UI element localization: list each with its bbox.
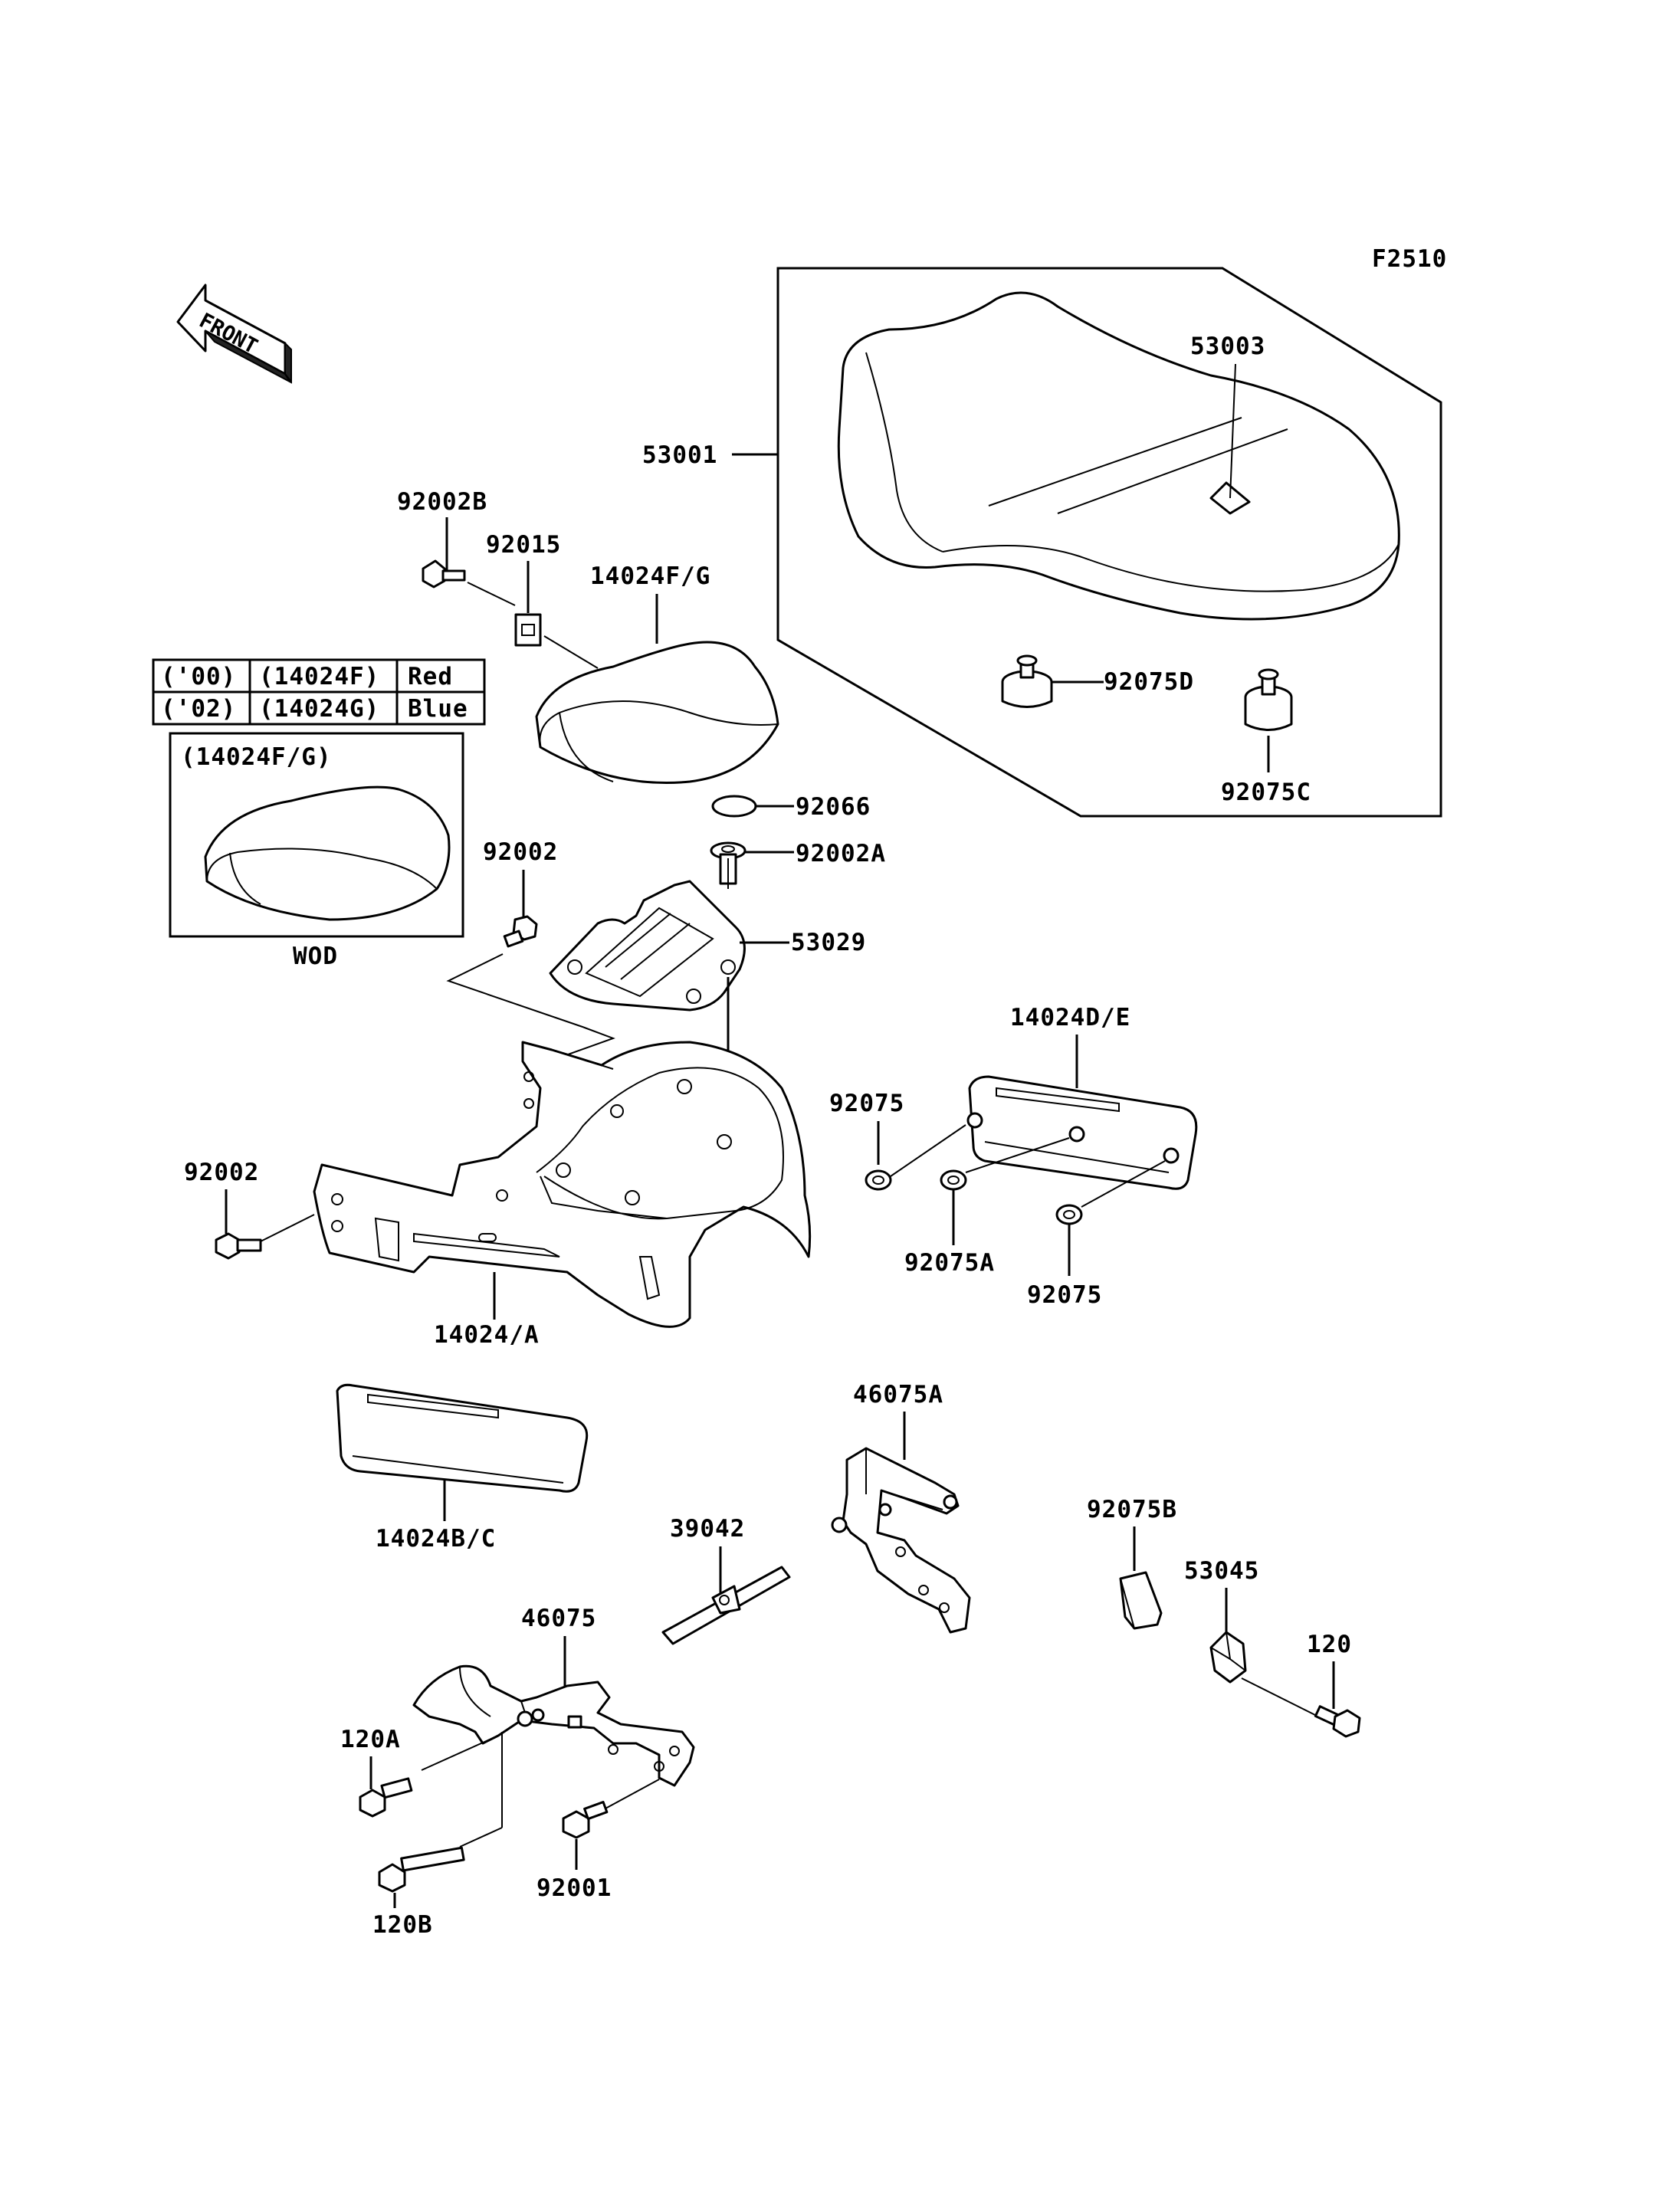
bolt-120 [1314,1705,1361,1738]
label-14024a: 14024/A [434,1321,540,1349]
label-92066: 92066 [796,793,871,821]
damper-53045 [1209,1631,1247,1684]
label-92075-b: 92075 [1027,1281,1102,1309]
label-92075-a: 92075 [829,1090,904,1117]
stopper-92075b [1119,1571,1163,1630]
bolt-120a [359,1777,413,1818]
label-14024fg: 14024F/G [590,562,710,590]
label-92075b: 92075B [1087,1496,1177,1523]
label-120b: 120B [372,1911,433,1939]
bolt-92002-top [503,915,538,948]
label-14024de: 14024D/E [1010,1004,1130,1031]
label-92075a: 92075A [904,1249,995,1277]
inset-wod: (14024F/G) WOD [169,732,464,970]
bracket-46075a [831,1447,971,1634]
label-92001: 92001 [536,1874,612,1902]
label-46075a: 46075A [853,1381,943,1408]
grommet-92075-a [865,1169,892,1191]
bolt-92002b [422,559,466,589]
side-panel-14024de [966,1075,1198,1190]
label-92075c: 92075C [1221,779,1311,806]
figure-code: F2510 [1372,245,1447,273]
bolt-92001 [562,1801,609,1839]
side-cover-14024bc [336,1383,589,1493]
label-92015: 92015 [486,531,561,559]
plate-53029 [549,880,746,1012]
bolt-92002-left [215,1232,262,1260]
label-14024bc: 14024B/C [376,1525,496,1553]
fender-14024a [313,1041,812,1328]
plug-92066 [711,795,757,818]
table-row-1-color: Red [408,663,453,690]
label-46075: 46075 [521,1605,596,1632]
bolt-120b [378,1846,465,1893]
grommet-92075c [1244,668,1293,731]
label-53003: 53003 [1190,333,1265,360]
inset-caption: WOD [293,943,338,970]
bracket-46075 [412,1664,695,1787]
table-row-2-year: ('02) [161,695,236,723]
label-92002-top: 92002 [483,838,558,866]
main-seat-assembly [776,267,1442,818]
label-92002b: 92002B [397,488,487,516]
table-row-2-color: Blue [408,695,468,723]
grommet-92075d [1001,654,1053,708]
grommet-92075a [940,1169,967,1191]
label-92002a: 92002A [796,840,886,867]
label-92075d: 92075D [1104,668,1194,696]
color-table: ('00) (14024F) Red ('02) (14024G) Blue [152,658,486,726]
grommet-92075-b [1055,1204,1083,1225]
label-53029: 53029 [791,929,866,956]
table-row-2-part: (14024G) [259,695,379,723]
rod-39042 [661,1566,791,1645]
table-row-1-part: (14024F) [259,663,379,690]
label-120: 120 [1307,1631,1352,1658]
label-39042: 39042 [670,1515,745,1543]
table-row-1-year: ('00) [161,663,236,690]
front-arrow-icon: FRONT [176,284,292,384]
label-53001: 53001 [642,441,717,469]
clip-nut-92015 [514,613,542,647]
label-120a: 120A [340,1726,401,1753]
seat-cover-14024fg [535,641,779,785]
label-53045: 53045 [1184,1557,1259,1585]
inset-title: (14024F/G) [181,743,332,771]
label-92002-left: 92002 [184,1159,259,1186]
